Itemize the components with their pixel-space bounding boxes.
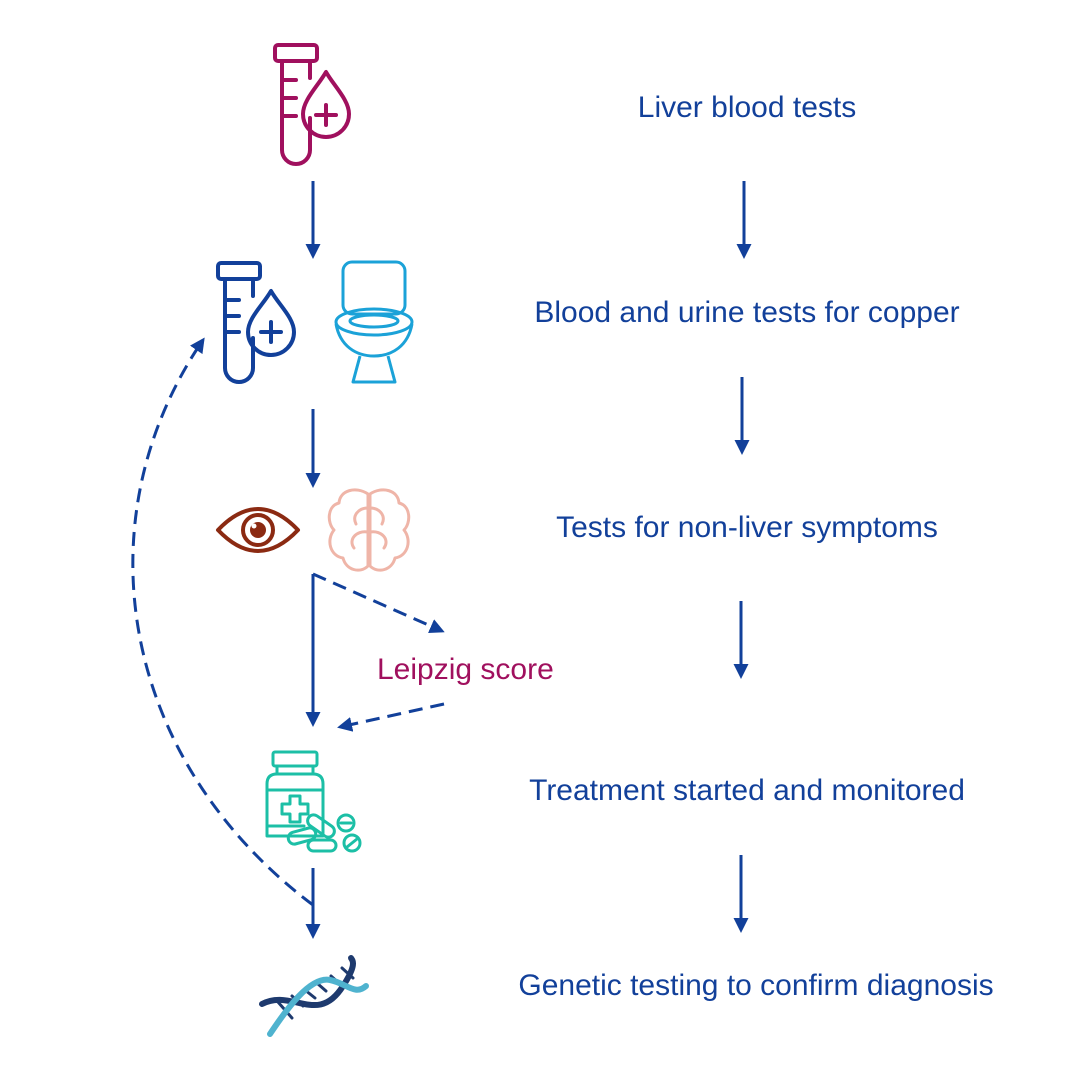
brain-icon bbox=[327, 488, 411, 572]
toilet-icon bbox=[334, 260, 414, 384]
eye-icon bbox=[216, 507, 300, 553]
leipzig-score-label: Leipzig score bbox=[377, 653, 554, 686]
flow-arrows-right bbox=[733, 181, 752, 933]
dashed-arrows bbox=[131, 337, 445, 907]
arrow-to-leipzig-score bbox=[312, 572, 445, 634]
step-label-genetic-testing: Genetic testing to confirm diagnosis bbox=[518, 969, 994, 1002]
blood-test-tube-icon bbox=[273, 43, 351, 166]
arrow-loop-back-to-step2 bbox=[131, 337, 314, 907]
blood-test-tube-icon bbox=[216, 261, 296, 384]
arrow-from-leipzig-score bbox=[337, 702, 445, 732]
medicine-bottle-pills-icon bbox=[265, 750, 362, 853]
step-label-non-liver-symptoms: Tests for non-liver symptoms bbox=[556, 511, 938, 544]
step-label-treatment: Treatment started and monitored bbox=[529, 774, 965, 807]
step-label-liver-blood-tests: Liver blood tests bbox=[637, 91, 857, 124]
dna-icon bbox=[259, 955, 369, 1037]
step-label-copper-tests: Blood and urine tests for copper bbox=[534, 296, 960, 329]
